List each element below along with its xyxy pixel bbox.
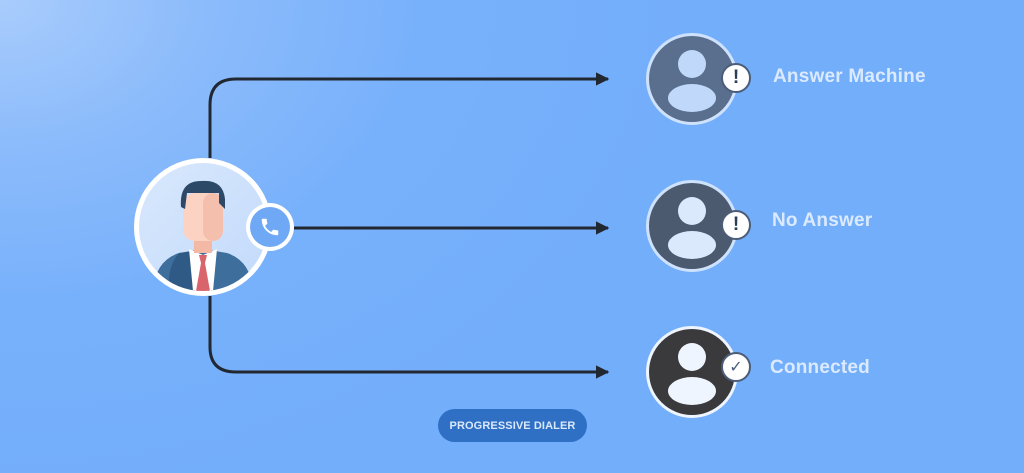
diagram-title-pill: PROGRESSIVE DIALER bbox=[438, 409, 587, 442]
exclamation-icon: ! bbox=[721, 210, 751, 240]
businessman-avatar-icon bbox=[153, 180, 253, 291]
connector-answer-machine bbox=[208, 72, 610, 158]
user-icon bbox=[668, 50, 716, 112]
phone-icon bbox=[261, 218, 279, 236]
checkmark-icon: ✓ bbox=[721, 352, 751, 382]
exclamation-icon: ! bbox=[721, 63, 751, 93]
outcome-label-answer-machine: Answer Machine bbox=[773, 66, 926, 87]
user-icon bbox=[668, 197, 716, 259]
connector-connected bbox=[208, 296, 610, 379]
outcome-connected-avatar bbox=[646, 326, 738, 418]
phone-badge bbox=[246, 203, 294, 251]
outcome-label-connected: Connected bbox=[770, 357, 870, 378]
user-icon bbox=[668, 343, 716, 405]
outcome-label-no-answer: No Answer bbox=[772, 210, 873, 231]
